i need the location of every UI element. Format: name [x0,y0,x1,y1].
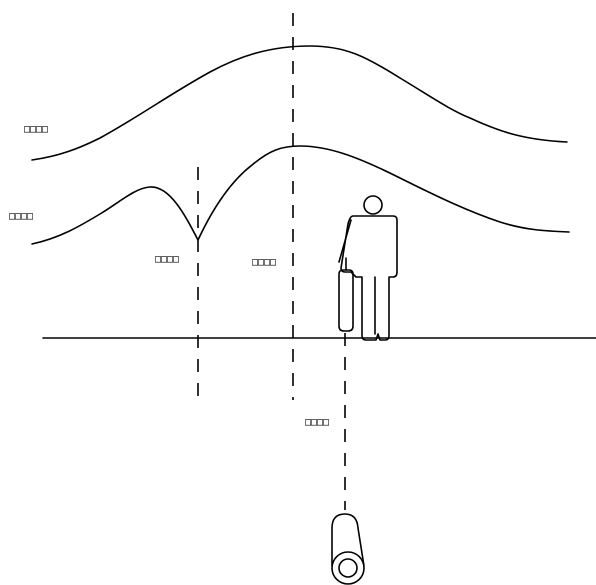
operator-head [364,196,382,214]
peak-point-label: □□□□ [252,257,276,268]
pipe-end-inner [339,559,357,577]
upper-response-curve [32,46,567,160]
upper-curve-label: □□□□ [24,124,48,135]
lower-curve-label: □□□□ [9,211,33,222]
dip-point-label: □□□□ [155,254,179,265]
pipe-line-label: □□□□ [305,417,329,428]
pipe-icon [332,514,364,584]
operator-arm [339,220,351,262]
operator-body [341,216,397,340]
operator-figure [339,196,397,340]
pipe-end-outer [332,552,364,584]
locator-device [339,270,353,331]
lower-response-curve [32,146,569,244]
